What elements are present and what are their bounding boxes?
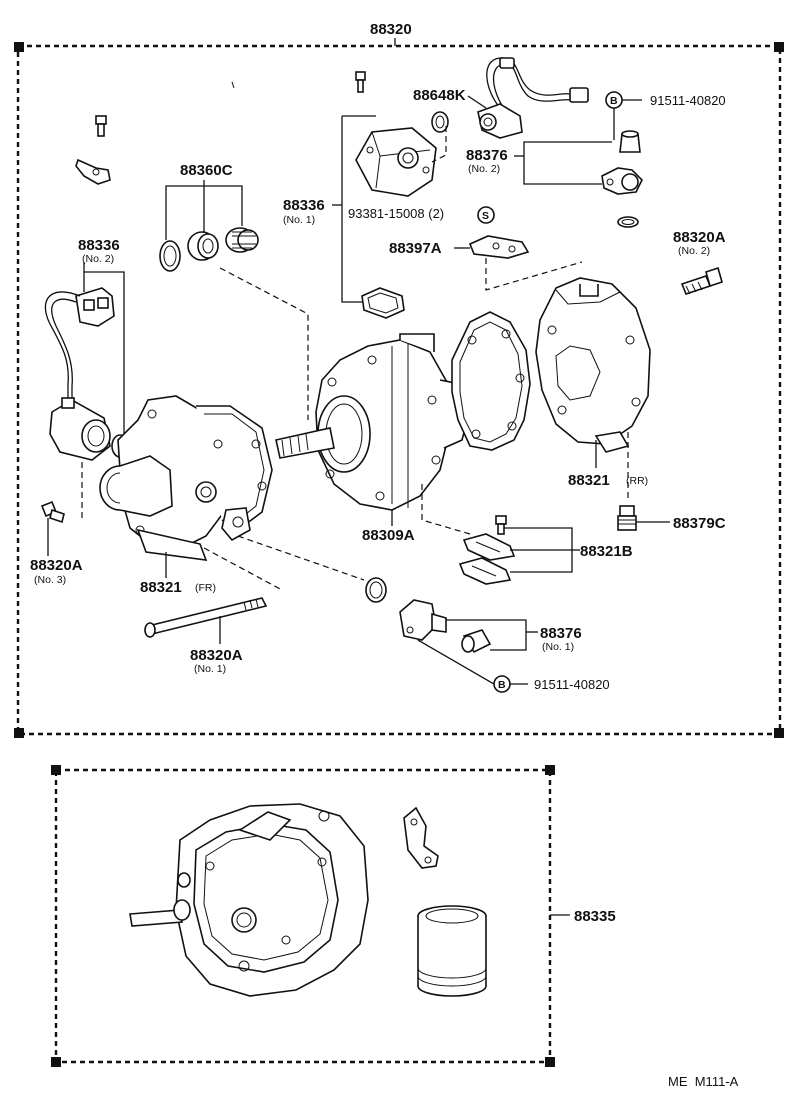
label-88336-no2: 88336 [78,237,120,254]
wire-harness-88648k [477,57,589,139]
label-88320: 88320 [370,21,412,38]
label-88360c: 88360C [180,162,233,179]
kit-bracket [403,806,439,869]
bolt-marker-b-bottom: B [498,679,506,691]
bolt-marker-b-top: B [610,95,618,107]
cylinder-block [275,333,471,511]
label-88336-no1-sub: (No. 1) [283,214,315,226]
pressure-switch-no1 [399,599,492,654]
rear-housing [535,277,651,453]
label-88321-rr: 88321 [568,472,610,489]
label-88320a-no2: 88320A [673,229,726,246]
label-91511-top: 91511-40820 [650,93,726,108]
front-housing [99,395,273,561]
small-bolt-top-left [95,115,107,137]
tiny-screw [355,71,366,93]
label-88336-no2-sub: (No. 2) [82,253,114,265]
label-88321-rr-sub: (RR) [626,475,648,487]
o-ring-lower [365,577,387,603]
label-88321-fr-sub: (FR) [195,582,216,594]
label-88320a-no1: 88320A [190,647,243,664]
label-88336-no1: 88336 [283,197,325,214]
label-88397a: 88397A [389,240,442,257]
pressure-switch-no2 [601,130,643,228]
label-88320a-no3: 88320A [30,557,83,574]
label-88376-no1-sub: (No. 1) [542,641,574,653]
kit-frame [51,765,555,1067]
label-88376-no2: 88376 [466,147,508,164]
bolt-88320a-no2 [680,266,723,295]
compressor-kit-drawing [129,803,369,997]
main-assembly-frame [14,42,784,738]
label-88320a-no1-sub: (No. 1) [194,663,226,675]
plates-88321b [458,515,516,585]
bolt-88320a-no3 [40,500,65,524]
label-88648k: 88648K [413,87,466,104]
label-88321-fr: 88321 [140,579,182,596]
label-88309a: 88309A [362,527,415,544]
cover-plate-88397a [468,235,530,259]
long-bolt-88320a-no1 [144,597,268,638]
label-88320a-no3-sub: (No. 3) [34,574,66,586]
screw-marker-s: S [482,210,489,222]
rear-gasket [451,311,531,451]
label-93381: 93381-15008 (2) [348,206,444,221]
diagram-code: ME M111-A [668,1074,739,1089]
valve-gasket [361,287,405,319]
bracket-clip [75,158,111,185]
label-88321b: 88321B [580,543,633,560]
connector-88336-no2 [44,287,129,461]
shaft-seal-set [159,227,259,272]
o-ring-top [431,111,449,133]
control-valve-body [355,127,437,197]
kit-sleeve [417,905,487,997]
label-91511-bottom: 91511-40820 [534,677,610,692]
relief-valve-88379c [617,505,637,531]
label-88376-no2-sub: (No. 2) [468,163,500,175]
label-88335: 88335 [574,908,616,925]
label-88320a-no2-sub: (No. 2) [678,245,710,257]
label-88376-no1: 88376 [540,625,582,642]
label-88379c: 88379C [673,515,726,532]
